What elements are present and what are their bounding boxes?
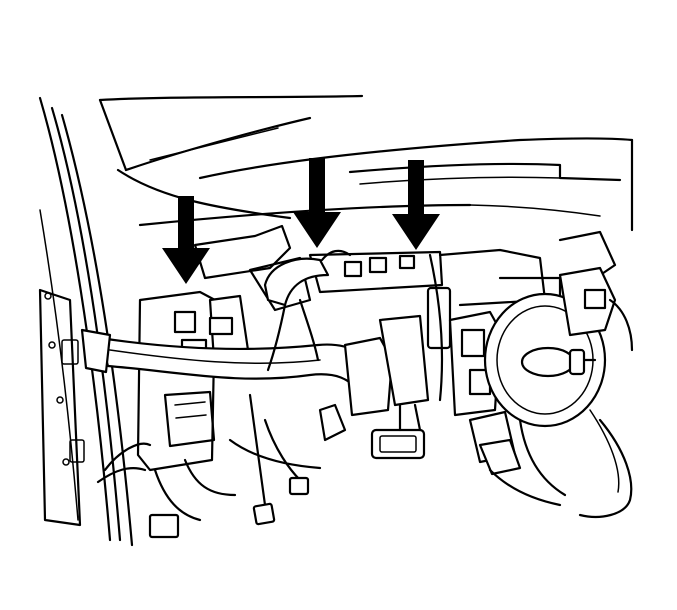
upper-harness-branch bbox=[263, 249, 352, 372]
lower-wires bbox=[96, 393, 347, 539]
arrow-right bbox=[392, 160, 440, 250]
arrow-left bbox=[162, 196, 210, 284]
harness-conduit bbox=[80, 328, 387, 397]
indicator-arrows bbox=[162, 158, 440, 284]
door-pillar bbox=[38, 96, 134, 547]
center-connector-block bbox=[343, 253, 452, 460]
right-upper-components bbox=[558, 266, 634, 352]
relay-module-cluster bbox=[136, 290, 250, 522]
arrow-middle bbox=[293, 158, 341, 248]
mounting-bracket bbox=[193, 224, 562, 312]
dashboard-top bbox=[98, 94, 634, 284]
